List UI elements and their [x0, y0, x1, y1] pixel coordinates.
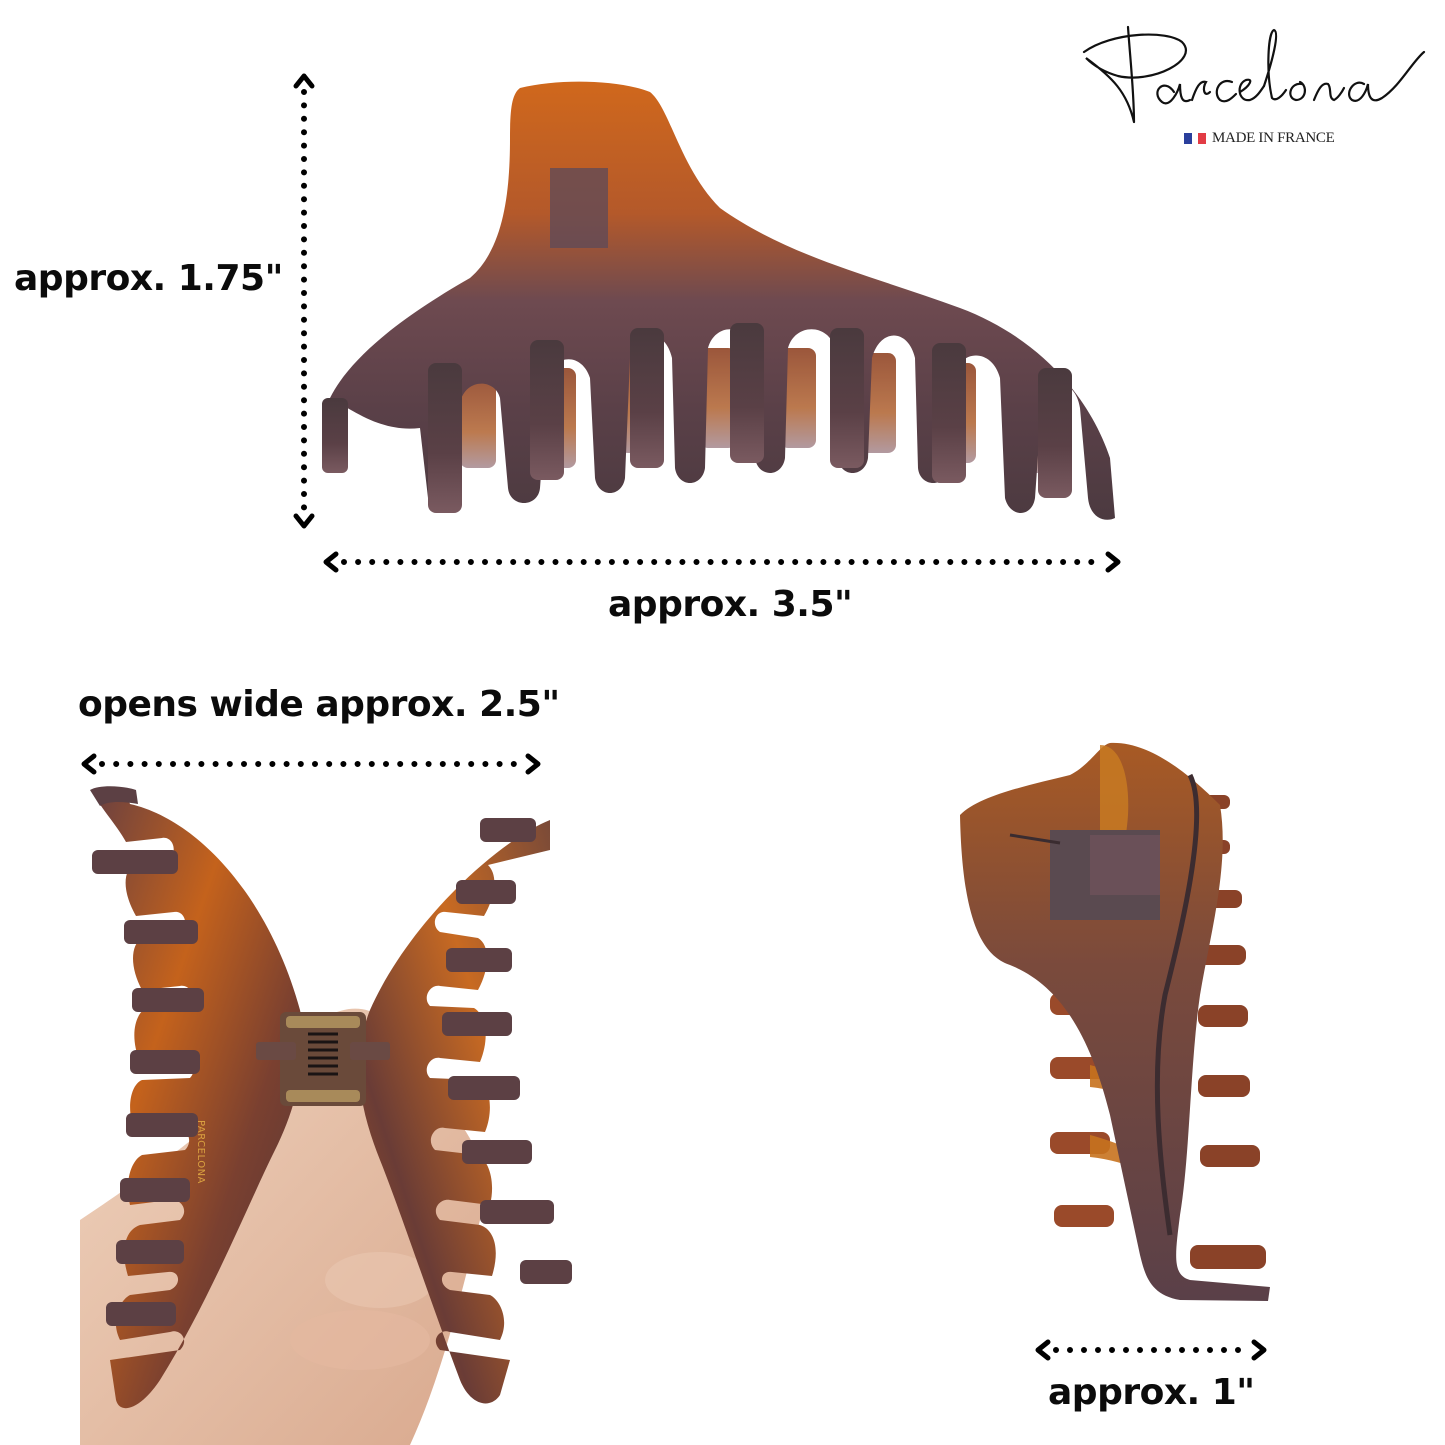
- parcelona-script-logo: [1082, 25, 1426, 124]
- width-dimension-arrow: [323, 551, 1121, 573]
- clip-side-view: [960, 742, 1270, 1301]
- opens-wide-dimension-arrow: [81, 753, 541, 775]
- flag-blue-stripe: [1184, 132, 1192, 144]
- height-dimension-arrow: [293, 73, 315, 529]
- clip-front-view: [322, 81, 1115, 520]
- made-in-france-text: MADE IN FRANCE: [1212, 129, 1335, 146]
- made-in-france-badge: MADE IN FRANCE: [1184, 129, 1335, 147]
- clip-open-in-hand-view: [80, 786, 572, 1445]
- depth-dimension-arrow: [1035, 1339, 1267, 1361]
- height-label: approx. 1.75": [14, 258, 283, 299]
- width-label: approx. 3.5": [608, 584, 853, 625]
- engraved-brand-text: PARCELONA: [195, 1120, 206, 1184]
- opens-wide-label: opens wide approx. 2.5": [78, 684, 560, 725]
- depth-label: approx. 1": [1048, 1372, 1255, 1413]
- spring-hinge: [256, 1012, 390, 1106]
- flag-red-stripe: [1198, 132, 1206, 144]
